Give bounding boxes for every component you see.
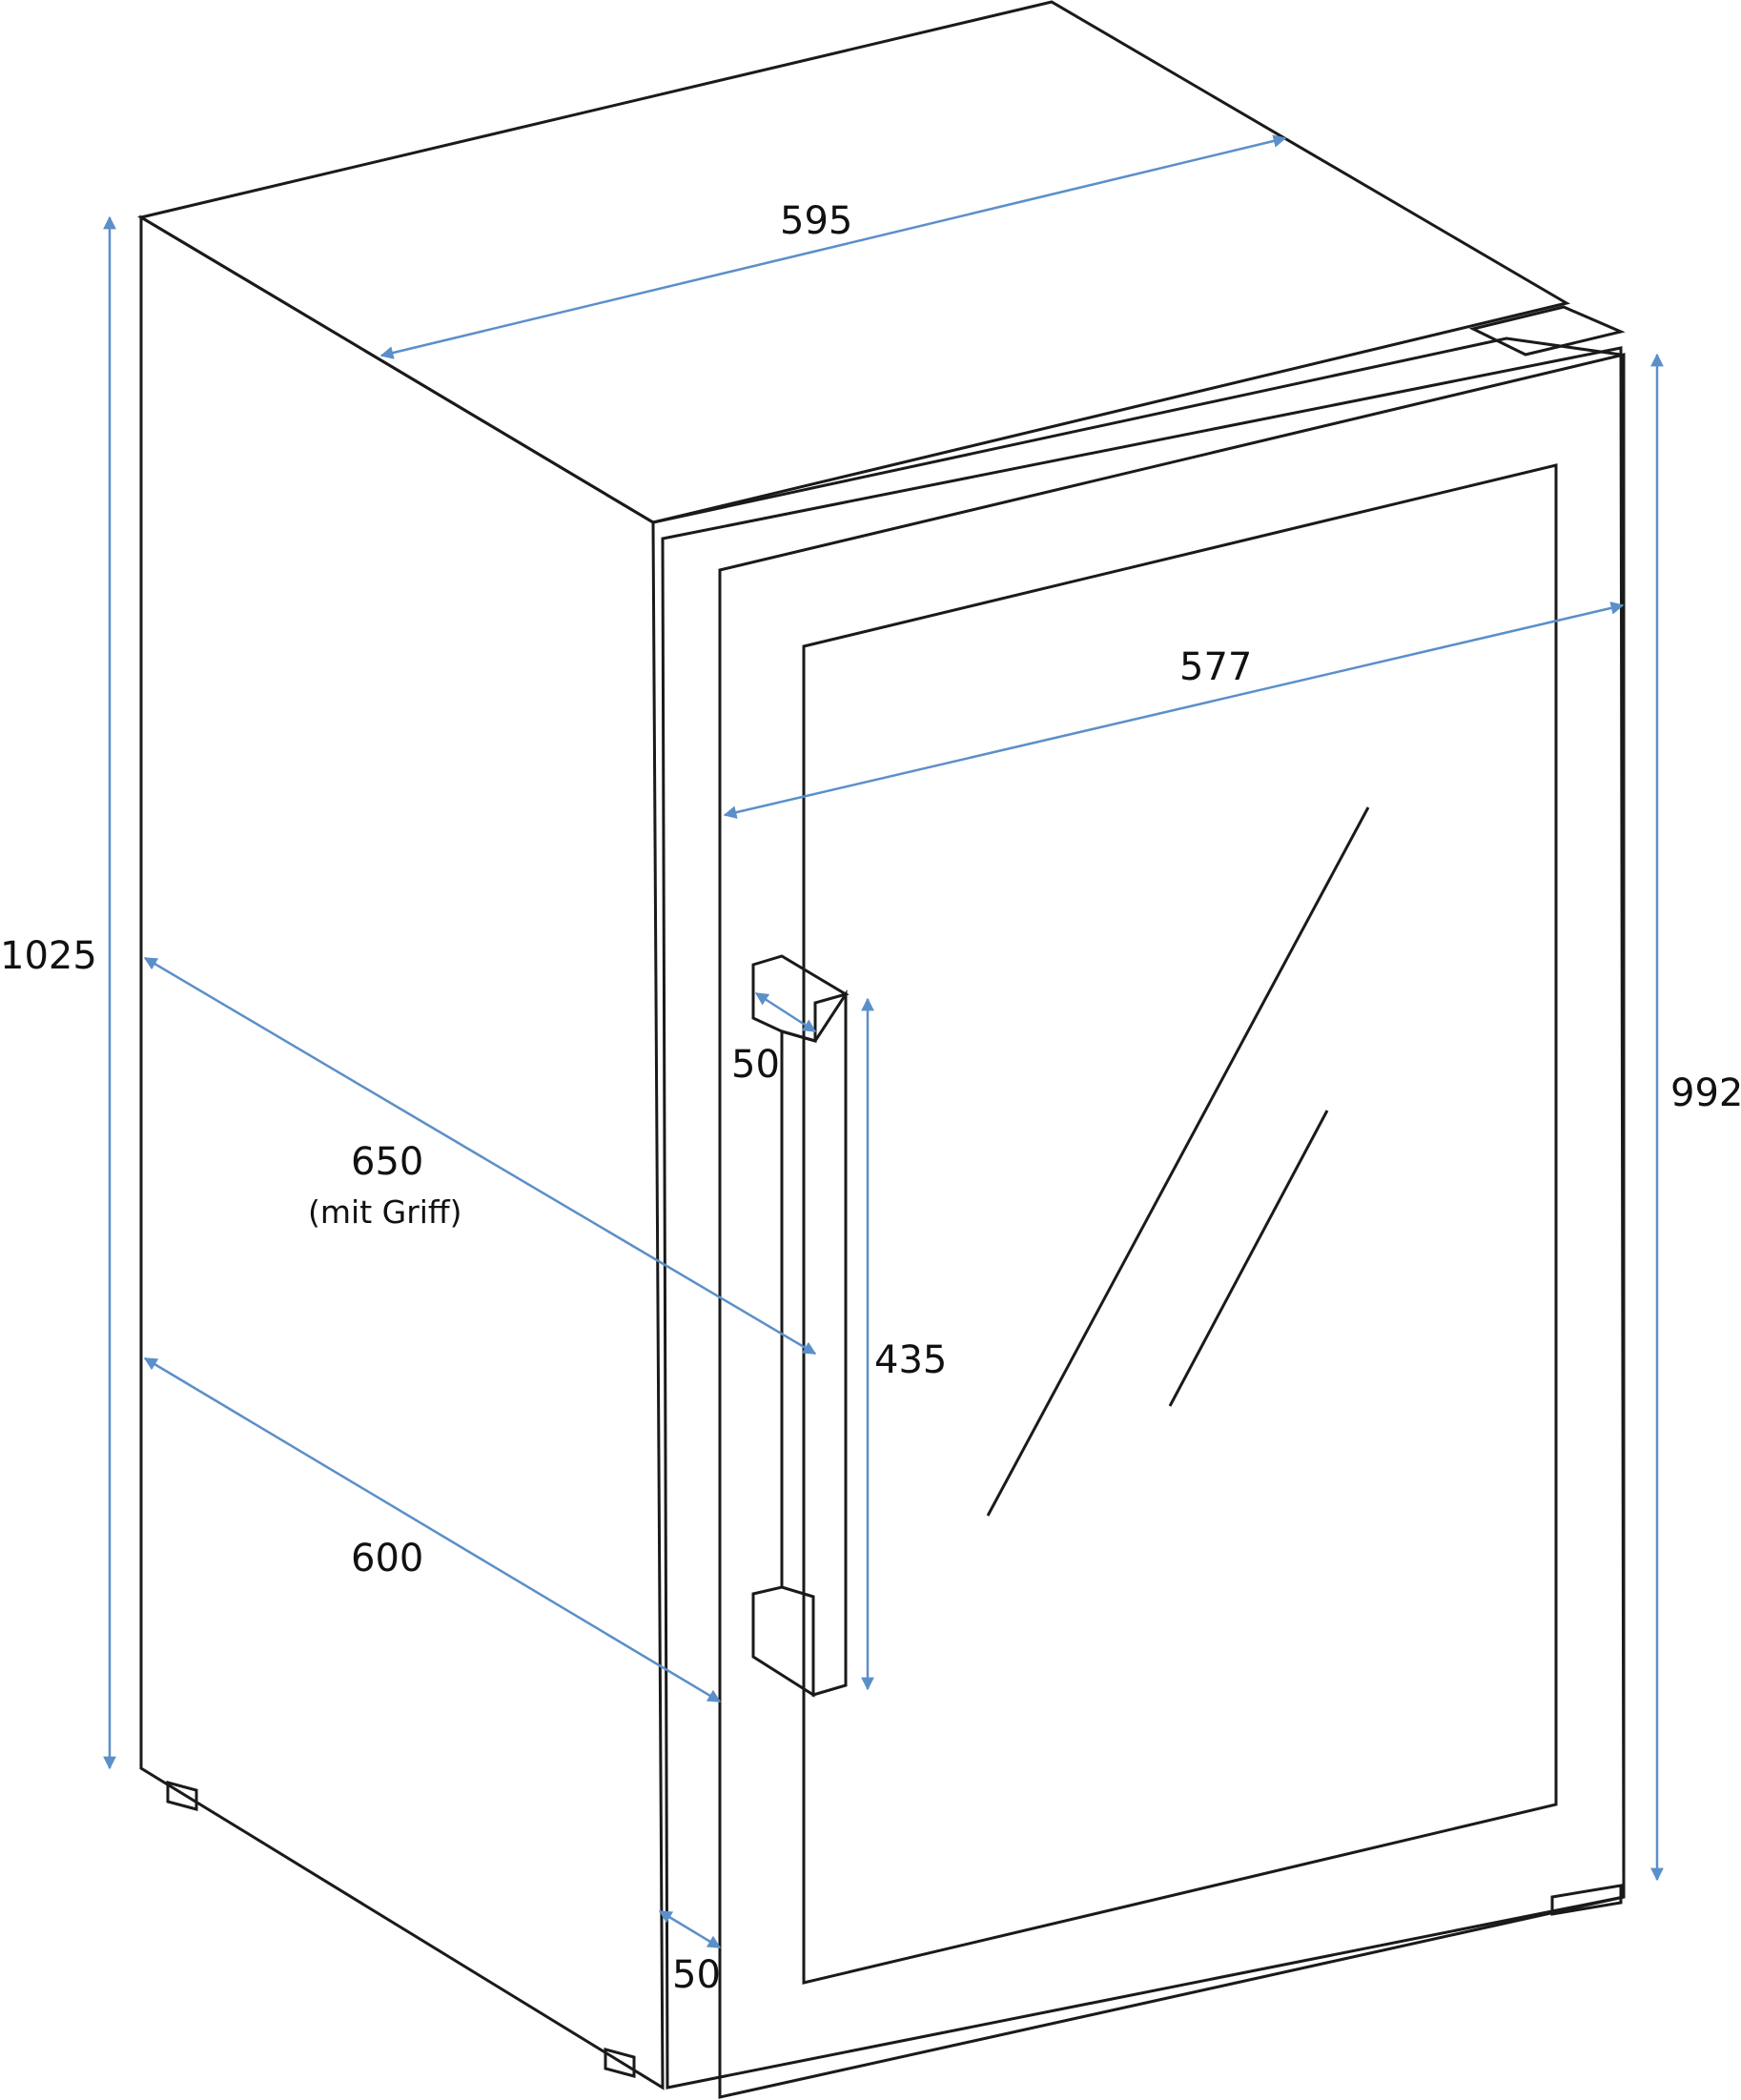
- label-depth-with-handle-note: (mit Griff): [308, 1193, 462, 1231]
- handle-bottom-bracket: [751, 1585, 815, 1698]
- label-handle-length: 435: [874, 1338, 947, 1382]
- label-door-width: 577: [1179, 645, 1252, 689]
- dim-line-door-thickness: [658, 1909, 722, 1949]
- label-height-total: 1025: [0, 934, 97, 978]
- label-width-top: 595: [780, 199, 852, 243]
- label-height-door: 992: [1670, 1071, 1741, 1115]
- handle-top-bracket: [751, 954, 850, 1043]
- foot-front-left: [604, 2048, 636, 2078]
- glass-reflection-long: [986, 806, 1370, 1517]
- dimension-labels: 595 577 1025 992 650 (mit Griff) 600 50 …: [0, 199, 1741, 1997]
- dim-line-depth-with-handle: [143, 956, 817, 1356]
- glass-reflection-short: [1168, 1110, 1329, 1407]
- cabinet-side: [139, 214, 665, 2090]
- cabinet-top: [137, 0, 1570, 524]
- door-edge: [661, 346, 1626, 2090]
- foot-front-right: [1550, 1884, 1623, 1916]
- label-depth: 600: [351, 1537, 423, 1580]
- dim-line-depth: [143, 1356, 722, 1703]
- door-front: [718, 353, 1626, 2099]
- cabinet-outline: [137, 0, 1626, 2099]
- dim-line-door-width: [723, 601, 1625, 819]
- dim-line-width-top: [379, 134, 1287, 359]
- control-panel: [1468, 305, 1626, 357]
- label-door-thickness: 50: [672, 1953, 721, 1997]
- glass-panel: [802, 463, 1558, 1985]
- label-depth-with-handle: 650: [351, 1140, 423, 1184]
- dimension-lines: [103, 134, 1664, 1949]
- foot-back-left: [166, 1781, 198, 1811]
- cabinet-top-rail: [652, 336, 1622, 524]
- dim-line-handle-depth: [754, 991, 817, 1033]
- label-handle-depth: 50: [731, 1043, 780, 1087]
